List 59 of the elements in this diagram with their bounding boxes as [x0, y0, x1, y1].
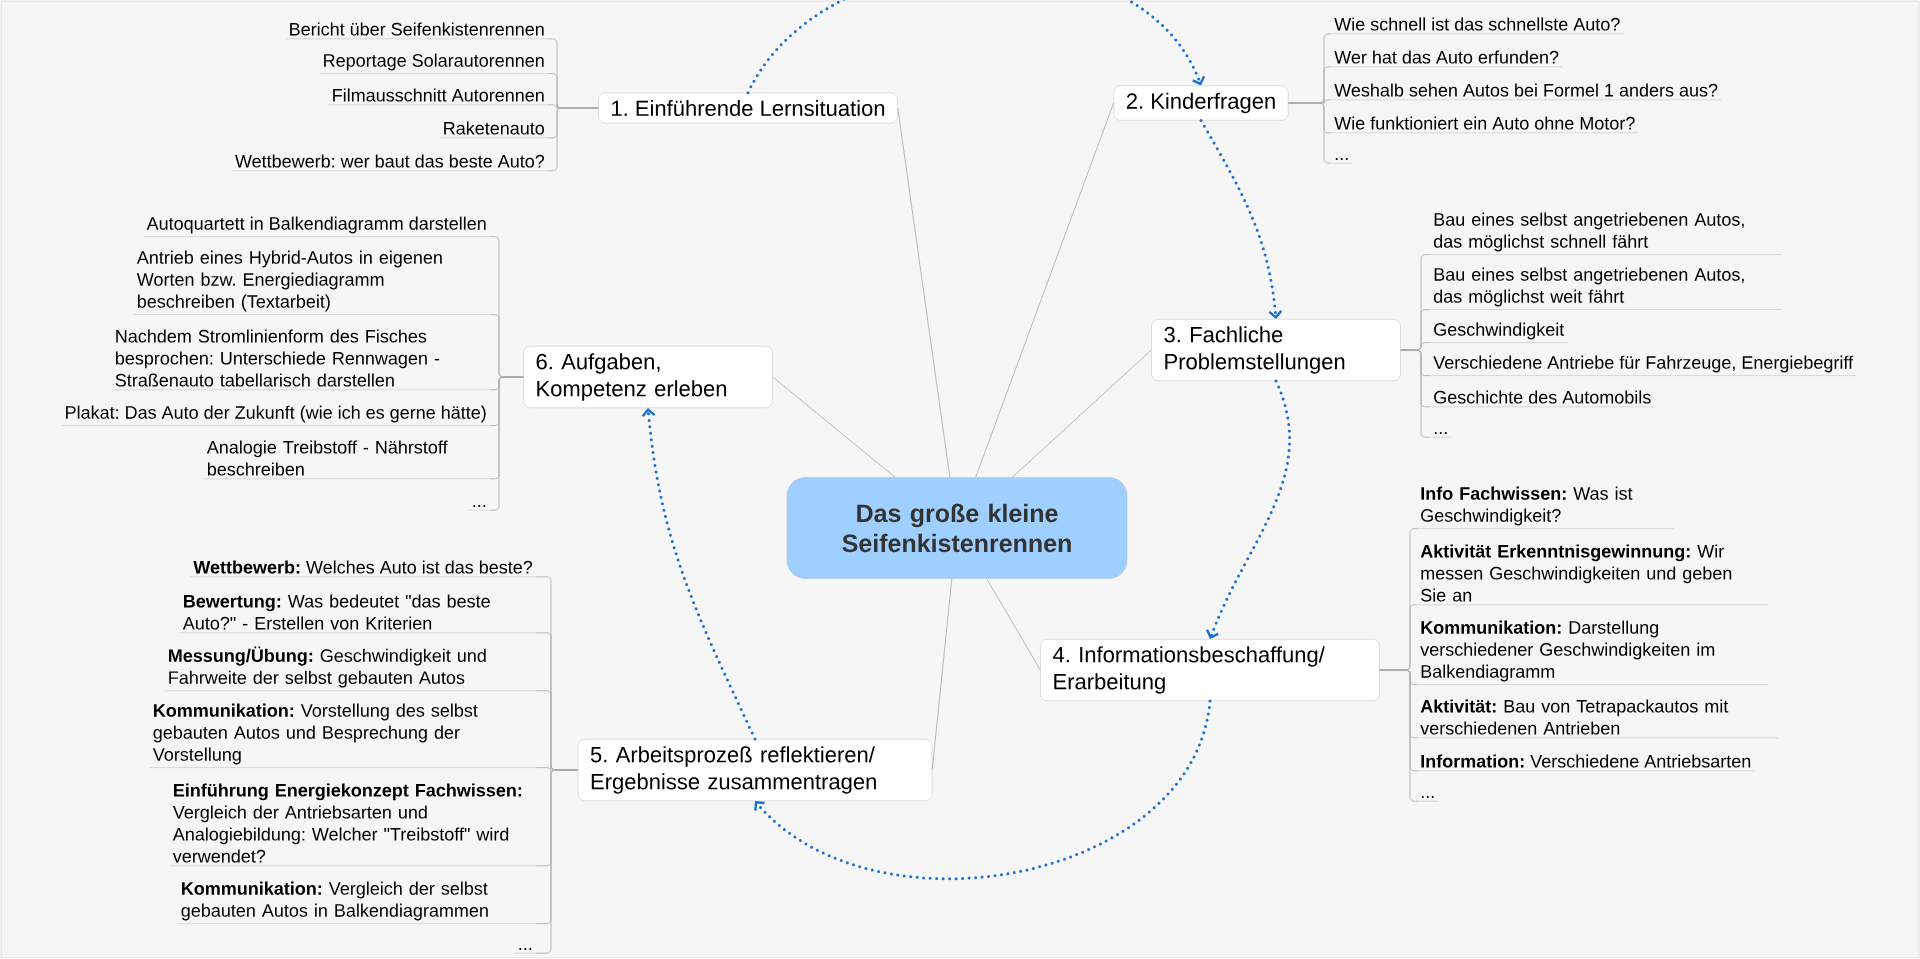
subtopic-item: Info Fachwissen: Was ist Geschwindigkeit?: [1416, 486, 1674, 529]
subtopic-item: Aktivität: Bau von Tetrapackautos mit verschiedenen Antrieben: [1416, 699, 1779, 739]
branch-line: [1011, 349, 1152, 478]
subtopic-item: Bau eines selbst angetriebenen Autos, das möglichst weit fährt: [1429, 267, 1782, 310]
subtopic-item: Kommunikation: Vergleich der selbst gebauten Autos in Balkendiagrammen: [177, 881, 537, 924]
subtopic-item: Raketenauto: [439, 121, 549, 138]
subtopic-item: Analogie Treibstoff - Nährstoff beschreiben: [203, 440, 491, 479]
subtopic-item: Information: Verschiedene Antriebsarten: [1416, 754, 1755, 772]
subtopic-item: Wer hat das Auto erfunden?: [1330, 50, 1563, 67]
topic-box: 6. Aufgaben, Kompetenz erleben: [523, 346, 773, 408]
branch-line: [772, 376, 896, 478]
branch-line: [1379, 669, 1418, 802]
subtopic-item: Einführung Energiekonzept Fachwissen: Vergleich der Antriebsarten und Analogiebildung: Welcher "Treibstoff" wird verwendet?: [169, 783, 537, 867]
subtopic-item: Wettbewerb: wer baut das beste Auto?: [231, 154, 549, 171]
subtopic-item: Aktivität Erkenntnisgewinnung: Wir messen Geschwindigkeiten und geben Sie an: [1416, 544, 1769, 606]
topic-box: 1. Einführende Lernsituation: [598, 92, 898, 124]
branch-line: [1400, 349, 1431, 438]
subtopic-item: Messung/Übung: Geschwindigkeit und Fahrweite der selbst gebauten Autos: [164, 646, 537, 691]
subtopic-item: Weshalb sehen Autos bei Formel 1 anders aus?: [1330, 83, 1722, 100]
subtopic-item: ...: [514, 948, 537, 954]
dotted-arrow: [1199, 118, 1283, 320]
subtopic-item: Kommunikation: Darstellung verschiedener Geschwindigkeiten im Balkendiagramm: [1416, 620, 1769, 685]
branch-line: [535, 769, 579, 954]
dotted-arrow: [641, 407, 757, 741]
subtopic-item: ...: [1416, 796, 1439, 802]
subtopic-item: Filmausschnitt Autorennen: [328, 88, 549, 105]
dotted-arrow: [1205, 379, 1291, 640]
subtopic-item: Geschichte des Automobils: [1429, 390, 1655, 407]
branch-line: [975, 102, 1114, 478]
branch-line: [931, 578, 953, 771]
subtopic-item: Wie funktioniert ein Auto ohne Motor?: [1330, 116, 1639, 133]
subtopic-item: Wie schnell ist das schnellste Auto?: [1330, 17, 1624, 34]
branch-line: [1288, 102, 1332, 164]
subtopic-item: Bewertung: Was bedeutet "das beste Auto?" - Erstellen von Kriterien: [179, 594, 537, 634]
subtopic-item: Geschwindigkeit: [1429, 322, 1568, 343]
topic-box: 4. Informationsbeschaffung/ Erarbeitung: [1040, 639, 1380, 701]
subtopic-item: Reportage Solarautorennen: [319, 53, 549, 74]
branch-line: [986, 578, 1041, 671]
subtopic-item: Plakat: Das Auto der Zukunft (wie ich es gerne hätte): [61, 405, 491, 426]
subtopic-item: Wettbewerb: Welches Auto ist das beste?: [189, 560, 537, 578]
subtopic-item: Nachdem Stromlinienform des Fisches besprochen: Unterschiede Rennwagen - Straßenauto tabellarisch darstellen: [111, 329, 491, 390]
subtopic-item: Antrieb eines Hybrid-Autos in eigenen Worten bzw. Energiediagramm beschreiben (Textarbeit): [133, 250, 491, 315]
dotted-arrow: [754, 699, 1212, 880]
topic-box: 5. Arbeitsprozeß reflektieren/ Ergebnisse zusammentragen: [577, 739, 933, 801]
subtopic-item: Verschiedene Antriebe für Fahrzeuge, Energiebegriff: [1429, 355, 1857, 376]
subtopic-item: ...: [1330, 158, 1353, 164]
branch-line: [489, 376, 524, 511]
branch-line: [547, 107, 599, 172]
subtopic-item: Autoquartett in Balkendiagramm darstellen: [143, 216, 491, 237]
subtopic-item: Bericht über Seifenkistenrennen: [285, 22, 549, 39]
subtopic-item: ...: [1429, 432, 1452, 438]
topic-box: 2. Kinderfragen: [1113, 85, 1289, 121]
topic-box: 3. Fachliche Problemstellungen: [1151, 319, 1401, 381]
subtopic-item: Bau eines selbst angetriebenen Autos, das möglichst schnell fährt: [1429, 212, 1782, 255]
branch-line: [897, 107, 951, 478]
subtopic-item: Kommunikation: Vorstellung des selbst gebauten Autos und Besprechung der Vorstellung: [149, 703, 537, 768]
subtopic-item: ...: [468, 505, 491, 511]
dotted-arrow: [746, 0, 1206, 95]
central-topic-box: Das große kleine Seifenkistenrennen: [786, 477, 1128, 579]
